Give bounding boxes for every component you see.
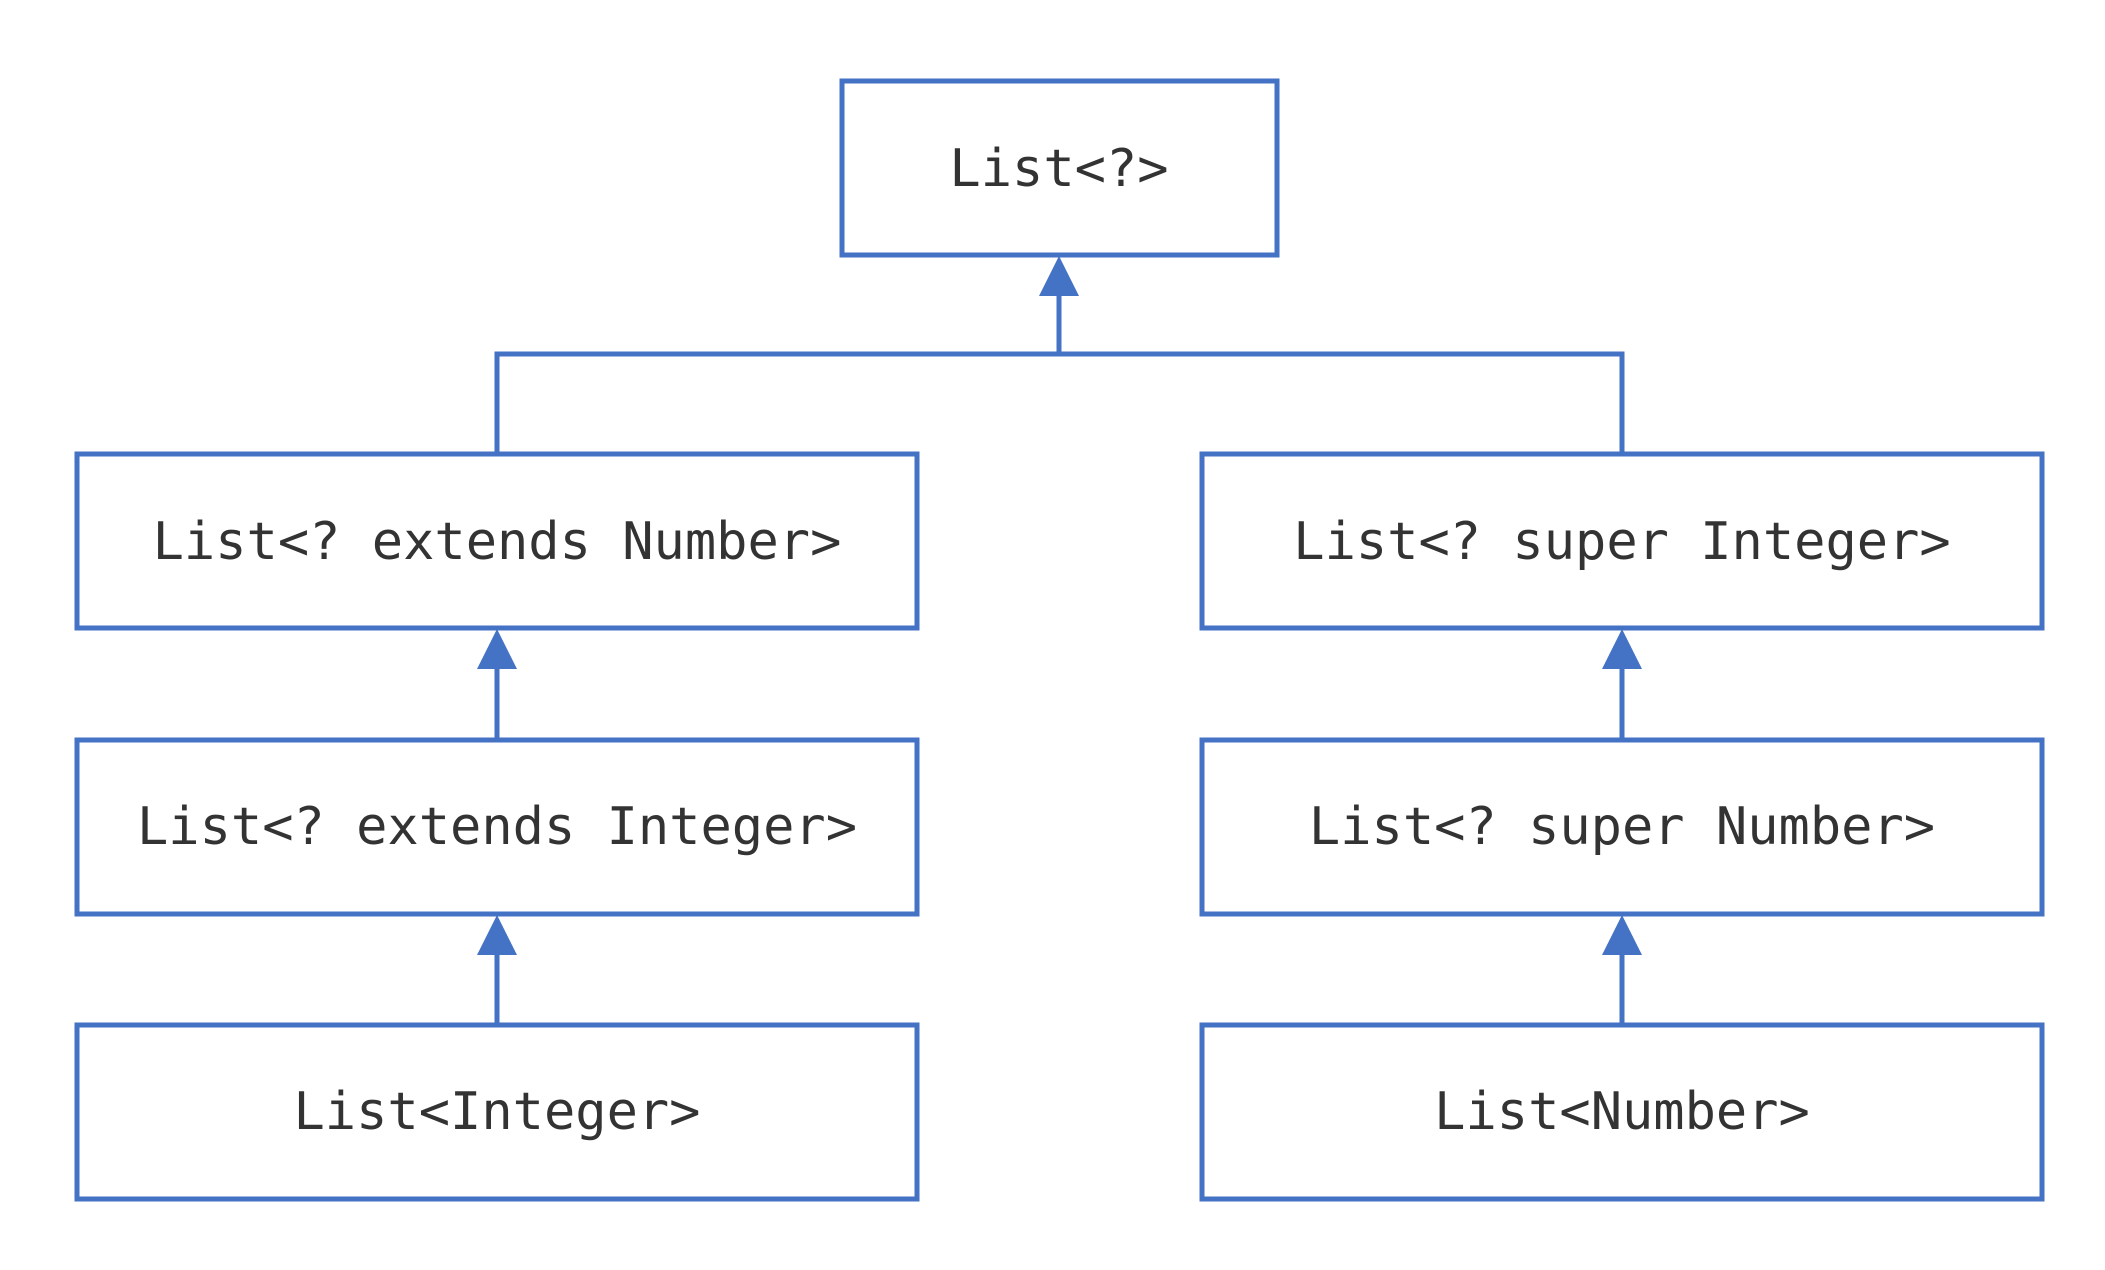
node-box-extends-integer xyxy=(74,737,920,917)
node-box-super-integer xyxy=(1199,451,2045,631)
node-label-list-number: List<Number> xyxy=(1434,1082,1810,1142)
arrowhead-extends-number xyxy=(477,629,517,669)
connectors xyxy=(494,288,1625,1024)
node-label-list-integer: List<Integer> xyxy=(294,1082,701,1142)
node-label-super-integer: List<? super Integer> xyxy=(1293,512,1950,572)
arrowheads xyxy=(477,256,1642,955)
arrowhead-root xyxy=(1039,256,1079,296)
arrowhead-extends-integer xyxy=(477,915,517,955)
arrowhead-super-number xyxy=(1602,915,1642,955)
node-box-root xyxy=(839,78,1280,258)
node-box-super-number xyxy=(1199,737,2045,917)
node-label-super-number: List<? super Number> xyxy=(1309,797,1935,857)
node-box-extends-number xyxy=(74,451,920,631)
node-label-root: List<?> xyxy=(949,139,1168,199)
arrowhead-super-integer xyxy=(1602,629,1642,669)
nodes xyxy=(74,78,2045,1202)
node-box-list-number xyxy=(1199,1022,2045,1202)
node-box-list-integer xyxy=(74,1022,920,1202)
node-label-extends-integer: List<? extends Integer> xyxy=(137,797,857,857)
edge-wildcard-branches-to-root xyxy=(494,288,1625,453)
node-label-extends-number: List<? extends Number> xyxy=(153,512,842,572)
node-labels: List<?> List<? extends Number> List<? su… xyxy=(137,139,1951,1142)
